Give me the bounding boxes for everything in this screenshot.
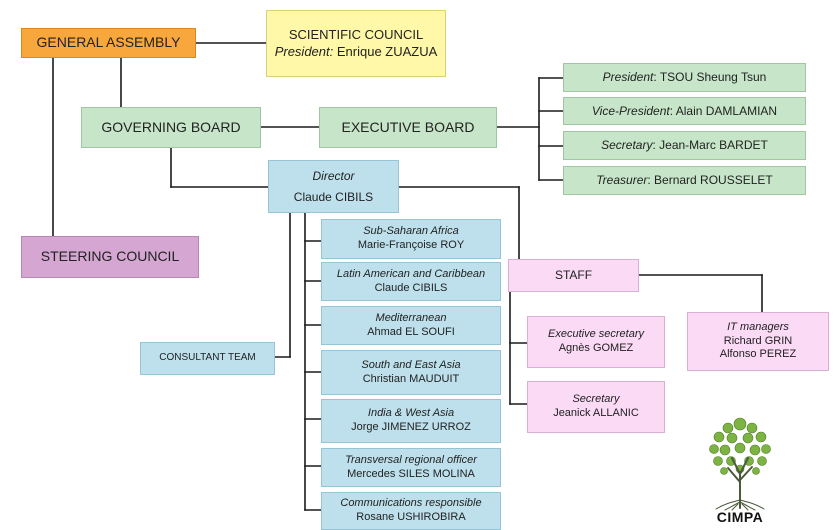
staff-label: STAFF <box>554 268 593 282</box>
director-name: Claude CIBILS <box>293 189 374 204</box>
scientific-council-box: SCIENTIFIC COUNCIL President: Enrique ZU… <box>266 10 446 77</box>
executive-member-role: Vice-President <box>591 103 670 118</box>
director-box: Director Claude CIBILS <box>268 160 399 213</box>
secretary-box: Secretary Jeanick ALLANIC <box>527 381 665 433</box>
regional-officer-south-east-asia: South and East Asia Christian MAUDUIT <box>321 350 501 395</box>
executive-member-name: Alain DAMLAMIAN <box>675 103 778 118</box>
executive-member-president: President: TSOU Sheung Tsun <box>563 63 806 92</box>
executive-member-secretary: Secretary: Jean-Marc BARDET <box>563 131 806 160</box>
governing-board-box: GOVERNING BOARD <box>81 107 261 148</box>
director-role: Director <box>312 168 355 183</box>
governing-board-label: GOVERNING BOARD <box>101 118 241 135</box>
regional-officer-sub-saharan-africa: Sub-Saharan Africa Marie-Françoise ROY <box>321 219 501 259</box>
scientific-council-role: President: <box>274 43 334 59</box>
regional-officer-india-west-asia: India & West Asia Jorge JIMENEZ URROZ <box>321 399 501 443</box>
regional-officer-communications: Communications responsible Rosane USHIRO… <box>321 492 501 530</box>
consultant-team-box: CONSULTANT TEAM <box>140 342 275 375</box>
executive-board-label: EXECUTIVE BOARD <box>341 118 475 135</box>
regional-officer-latin-america: Latin American and Caribbean Claude CIBI… <box>321 262 501 301</box>
executive-member-name: Jean-Marc BARDET <box>659 138 768 152</box>
regional-officer-mediterranean: Mediterranean Ahmad EL SOUFI <box>321 306 501 345</box>
scientific-council-title: SCIENTIFIC COUNCIL <box>288 27 424 43</box>
executive-member-name: TSOU Sheung Tsun <box>659 70 767 84</box>
executive-board-box: EXECUTIVE BOARD <box>319 107 497 148</box>
executive-member-treasurer: Treasurer: Bernard ROUSSELET <box>563 166 806 195</box>
regional-officer-transversal: Transversal regional officer Mercedes SI… <box>321 448 501 487</box>
executive-member-role: Treasurer <box>596 173 648 187</box>
executive-member-role: President <box>602 70 654 84</box>
tree-icon <box>709 417 771 511</box>
executive-secretary-box: Executive secretary Agnès GOMEZ <box>527 316 665 368</box>
executive-member-role: Secretary <box>601 138 653 152</box>
executive-member-name: Bernard ROUSSELET <box>654 173 773 187</box>
consultant-team-label: CONSULTANT TEAM <box>159 352 256 364</box>
staff-box: STAFF <box>508 259 639 292</box>
executive-member-vice-president: Vice-President: Alain DAMLAMIAN <box>563 97 806 125</box>
general-assembly-label: GENERAL ASSEMBLY <box>36 34 181 51</box>
general-assembly-box: GENERAL ASSEMBLY <box>21 28 196 58</box>
scientific-council-name: Enrique ZUAZUA <box>336 43 438 59</box>
cimpa-logo-text: CIMPA <box>716 509 764 525</box>
steering-council-box: STEERING COUNCIL <box>21 236 199 278</box>
steering-council-label: STEERING COUNCIL <box>40 248 180 265</box>
it-managers-box: IT managers Richard GRIN Alfonso PEREZ <box>687 312 829 371</box>
